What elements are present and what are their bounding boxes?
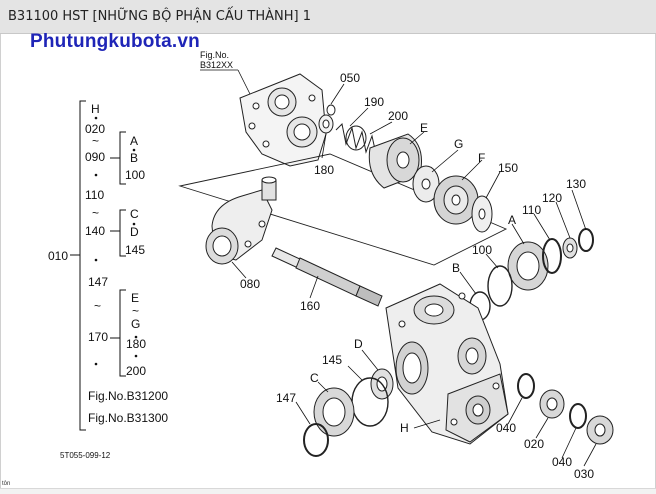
tree-item: ~ [92, 134, 99, 148]
drawing-code: 5T055-099-12 [60, 451, 111, 460]
label-020: 020 [524, 437, 544, 451]
tree-item: 200 [126, 364, 146, 378]
label-040-b: 040 [552, 455, 572, 469]
sub-bracket-cd [119, 209, 126, 257]
part-labels: 050 190 200 E 180 G F 150 130 120 110 A … [240, 71, 594, 481]
tree-item: 100 [125, 168, 145, 182]
tree-item: C [130, 207, 139, 221]
pump-internal-parts [318, 104, 493, 233]
tree-labels: 010 H 020 ~ 090 A B 100 110 ~ 140 C D 14… [48, 102, 168, 425]
label-200: 200 [388, 109, 408, 123]
tree-item: 140 [85, 224, 105, 238]
label-g: G [454, 137, 463, 151]
tree-item: B [130, 151, 138, 165]
label-h: H [400, 421, 409, 435]
footer-text: tôn [2, 481, 11, 487]
fig-ref-b31200: Fig.No.B31200 [88, 389, 168, 403]
label-050: 050 [340, 71, 360, 85]
label-110: 110 [522, 203, 541, 217]
tree-item: 110 [85, 188, 104, 202]
upper-housing-drawing [239, 73, 327, 167]
tree-item: 147 [88, 275, 108, 289]
label-f: F [478, 151, 485, 165]
main-housing-h [385, 283, 509, 445]
fig-ref-b31300: Fig.No.B31300 [88, 411, 168, 425]
label-147: 147 [276, 391, 296, 405]
page-title: B31100 HST [NHỮNG BỘ PHẬN CẤU THÀNH] 1 [8, 9, 312, 24]
tree-item: 090 [85, 150, 105, 164]
title-bar: B31100 HST [NHỮNG BỘ PHẬN CẤU THÀNH] 1 [0, 0, 656, 34]
tree-item: D [130, 225, 139, 239]
label-b: B [452, 261, 460, 275]
tree-item: ~ [94, 299, 101, 313]
tree-item: 180 [126, 337, 146, 351]
tree-item: H [91, 102, 100, 116]
site-watermark: Phutungkubota.vn [30, 31, 200, 52]
tree-item: A [130, 134, 138, 148]
label-120: 120 [542, 191, 562, 205]
tree-root-label: 010 [48, 249, 68, 263]
label-a: A [508, 213, 516, 227]
fig-ref-top-line1: Fig.No. [200, 50, 229, 60]
label-145: 145 [322, 353, 342, 367]
label-160: 160 [300, 299, 320, 313]
parts-tree [70, 100, 126, 431]
fig-ref-top: Fig.No. B312XX [200, 50, 233, 70]
label-180: 180 [314, 163, 334, 177]
bearing-rings-lower-left [303, 368, 394, 457]
label-130: 130 [566, 177, 586, 191]
elbow-housing-080 [205, 176, 277, 265]
footer-strip: tôn [0, 481, 656, 494]
fig-ref-top-line2: B312XX [200, 60, 233, 70]
tree-item: G [131, 317, 140, 331]
label-d: D [354, 337, 363, 351]
assembly-plane [178, 153, 508, 266]
tree-item: 020 [85, 122, 105, 136]
bearing-rings-upper [469, 228, 594, 321]
tree-item: ~ [92, 206, 99, 220]
tree-item: E [131, 291, 139, 305]
exploded-parts-diagram: 010 H 020 ~ 090 A B 100 110 ~ 140 C D 14… [48, 50, 614, 481]
label-040-a: 040 [496, 421, 516, 435]
main-bracket [79, 100, 86, 431]
leader-lines [231, 83, 597, 467]
bearing-rings-lower-right [517, 373, 614, 445]
tree-dots [94, 116, 138, 366]
tree-item: 170 [88, 330, 108, 344]
label-c: C [310, 371, 319, 385]
label-080: 080 [240, 277, 260, 291]
shaft-160 [271, 247, 383, 307]
label-030: 030 [574, 467, 594, 481]
tree-item: 145 [125, 243, 145, 257]
label-190: 190 [364, 95, 384, 109]
tree-item: ~ [132, 304, 139, 318]
label-150: 150 [498, 161, 518, 175]
sub-bracket-eg [119, 289, 126, 377]
label-100: 100 [472, 243, 492, 257]
label-e: E [420, 121, 428, 135]
